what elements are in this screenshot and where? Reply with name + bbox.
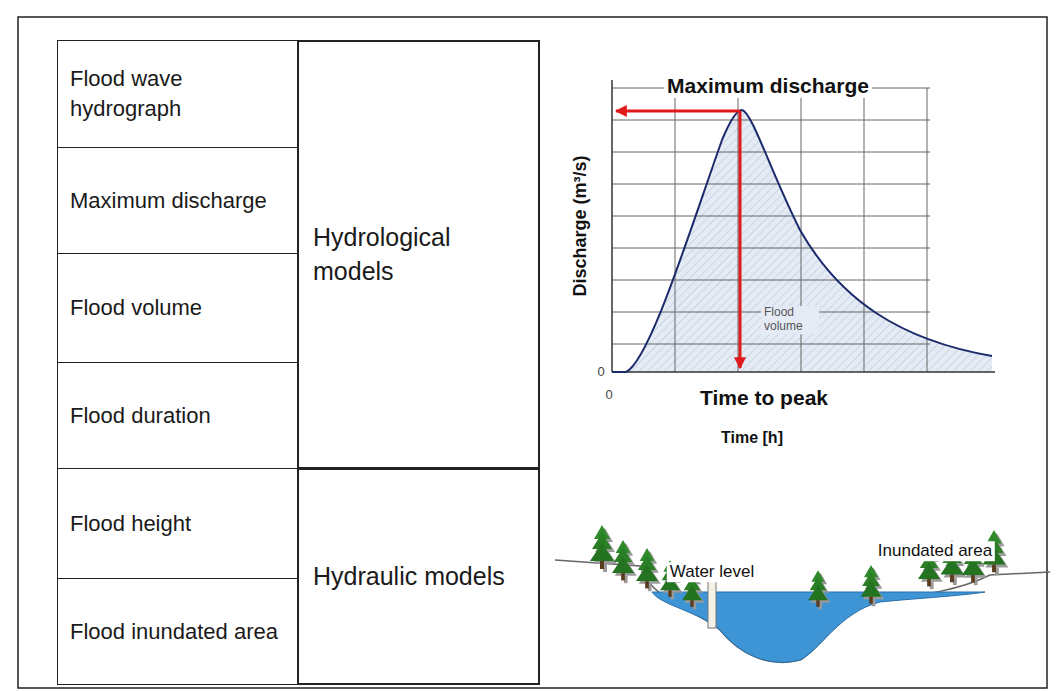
area-label: Flood volume	[761, 306, 819, 334]
cell-text: Flood duration	[70, 401, 211, 431]
cell-text: Flood volume	[70, 293, 202, 323]
table-cell: Flood inundated area	[57, 578, 298, 685]
cell-text: Flood wave hydrograph	[70, 64, 285, 123]
hydrograph	[612, 80, 995, 372]
axis-tick: 0	[597, 365, 604, 380]
cell-text: Hydrological models	[313, 221, 524, 289]
river-section	[555, 525, 1050, 662]
model-cell: Hydrological models	[297, 40, 540, 469]
table-cell: Flood duration	[57, 362, 298, 469]
table-cell: Flood volume	[57, 253, 298, 363]
axis-title: Discharge (m³/s)	[570, 155, 591, 296]
gauge-label: Water level	[667, 562, 757, 582]
cell-text: Flood height	[70, 509, 191, 539]
model-cell: Hydraulic models	[297, 468, 540, 685]
table-cell: Maximum discharge	[57, 147, 298, 254]
table-cell: Flood height	[57, 468, 298, 579]
cell-text: Maximum discharge	[70, 186, 267, 216]
axis-title: Time [h]	[721, 429, 783, 447]
table-cell: Flood wave hydrograph	[57, 40, 298, 148]
cell-text: Hydraulic models	[313, 560, 505, 594]
axis-title: Time to peak	[700, 386, 828, 410]
axis-tick: 0	[605, 388, 612, 403]
frame	[18, 17, 1047, 688]
area-label: Inundated area	[875, 541, 995, 561]
cell-text: Flood inundated area	[70, 617, 278, 647]
peak-label: Maximum discharge	[664, 74, 872, 98]
